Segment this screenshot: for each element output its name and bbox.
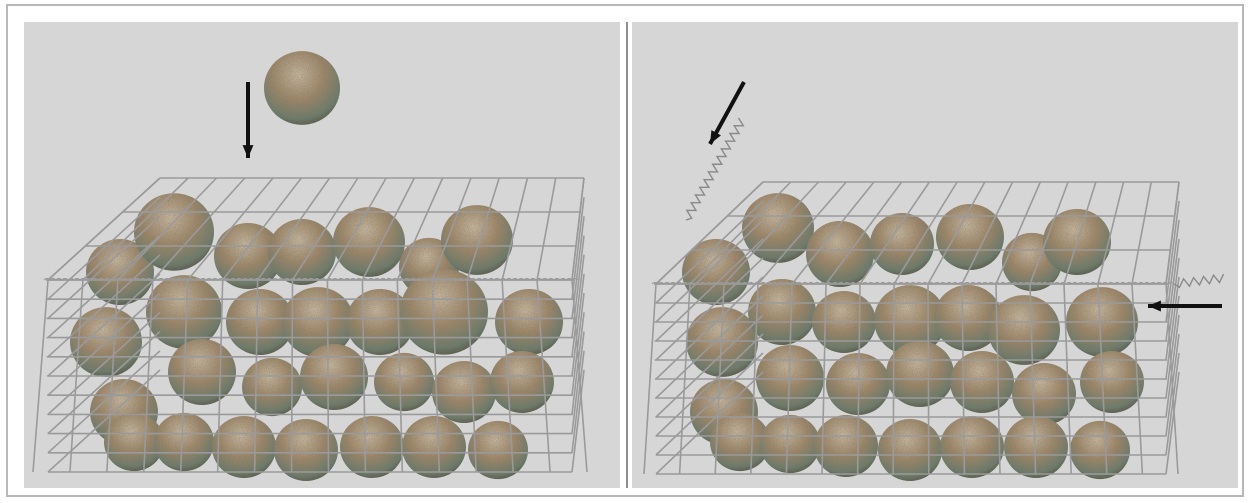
- stone: [154, 413, 214, 471]
- stone: [402, 416, 466, 478]
- stone: [134, 193, 214, 271]
- stone: [760, 415, 820, 473]
- arrow-left-icon: [1148, 301, 1222, 312]
- figure-frame: [6, 4, 1244, 497]
- stone: [374, 353, 434, 411]
- stone: [264, 51, 340, 125]
- stone: [1070, 421, 1130, 479]
- panel-left-loading: [24, 22, 620, 488]
- panel-right-compression: [632, 22, 1238, 488]
- stone: [878, 419, 942, 481]
- panel-divider: [626, 22, 628, 488]
- stone: [940, 416, 1004, 478]
- stone: [886, 341, 954, 407]
- stone: [441, 205, 513, 275]
- arrow-down-icon: [243, 82, 254, 158]
- stone: [1012, 363, 1076, 425]
- stone: [242, 358, 302, 416]
- stone: [988, 295, 1060, 365]
- stone: [300, 344, 368, 410]
- gabion-basket-right: [632, 22, 1238, 488]
- stone: [468, 421, 528, 479]
- spring-right: [1174, 274, 1224, 287]
- stone: [400, 269, 488, 354]
- arrow-down-left-icon: [710, 82, 744, 144]
- stone: [212, 416, 276, 478]
- gabion-basket-left: [24, 22, 620, 488]
- stone: [340, 416, 404, 478]
- stone: [936, 204, 1004, 270]
